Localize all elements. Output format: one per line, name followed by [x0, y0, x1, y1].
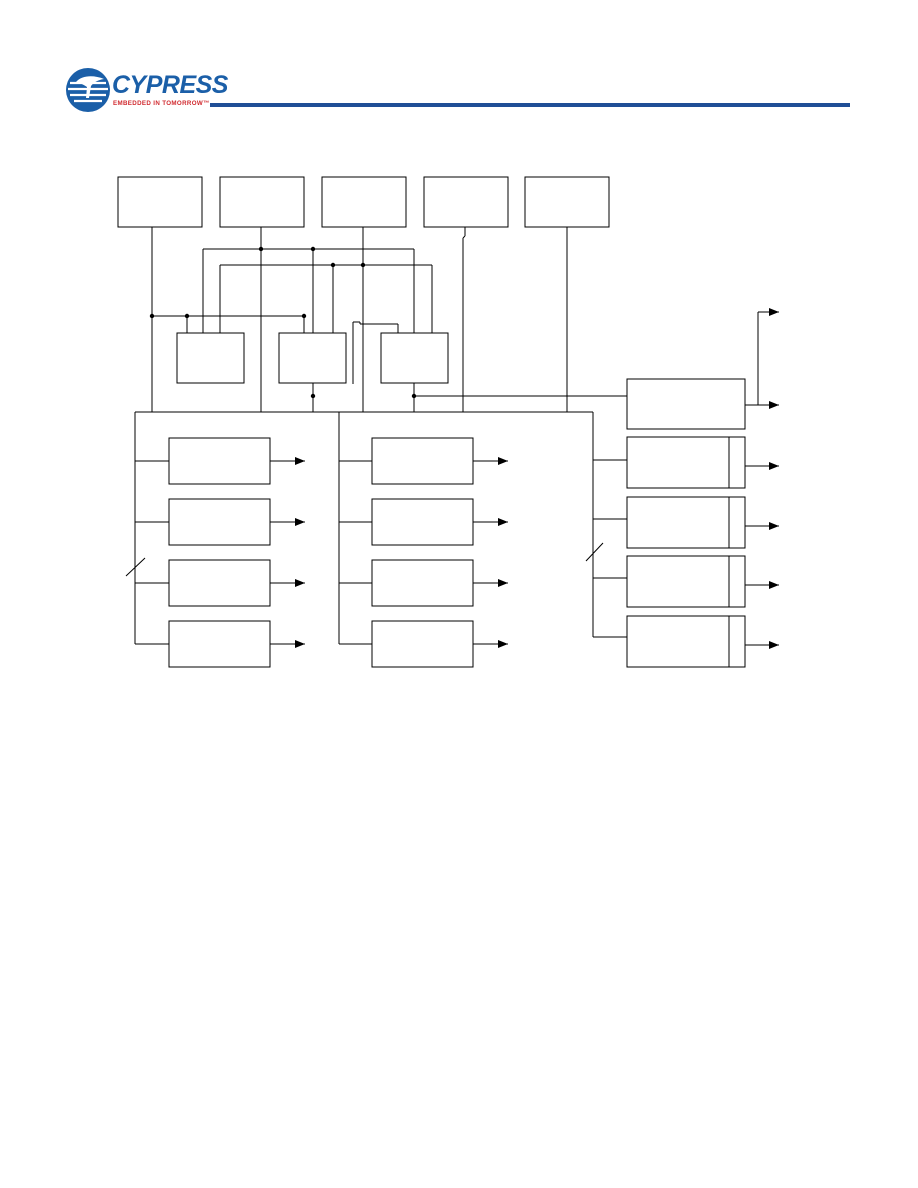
center-output-block-1	[371, 437, 474, 485]
top-block-3	[321, 176, 407, 228]
left-output-block-3	[168, 559, 271, 607]
top-block-2	[219, 176, 305, 228]
middle-block-1	[176, 332, 245, 384]
right-top-block	[626, 378, 746, 430]
top-block-5	[524, 176, 610, 228]
brand-tagline: EMBEDDED IN TOMORROW™	[113, 100, 210, 107]
junction-dots	[149, 246, 417, 399]
right-output-block-3	[626, 555, 746, 608]
brand-name: CYPRESS	[112, 71, 228, 99]
header-rule	[210, 103, 850, 107]
center-output-block-4	[371, 620, 474, 668]
right-output-block-2	[626, 496, 746, 549]
cypress-logo-icon	[66, 68, 110, 112]
top-block-1	[117, 176, 203, 228]
bus-wires	[125, 227, 759, 645]
left-output-block-1	[168, 437, 271, 485]
middle-block-3	[380, 332, 449, 384]
left-output-block-4	[168, 620, 271, 668]
center-output-block-3	[371, 559, 474, 607]
right-output-block-1	[626, 436, 746, 489]
page-header: CYPRESS EMBEDDED IN TOMORROW™	[0, 0, 918, 120]
right-output-block-4	[626, 615, 746, 668]
logo-tree	[76, 76, 104, 98]
middle-block-2	[278, 332, 347, 384]
top-block-4	[423, 176, 509, 228]
left-output-block-2	[168, 498, 271, 546]
center-output-block-2	[371, 498, 474, 546]
